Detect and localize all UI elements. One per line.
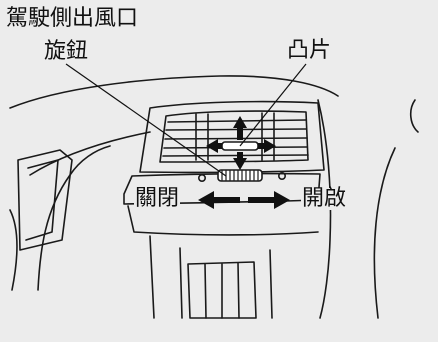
dashboard-left-curve [29, 131, 151, 176]
right-small-arc [409, 99, 419, 133]
tab-label: 凸片 [287, 38, 332, 63]
arrow-left [206, 139, 222, 153]
knob-leader [65, 63, 227, 177]
vent-housing-inner [159, 110, 309, 163]
arrow-up [233, 116, 247, 140]
arrow-right [258, 139, 276, 153]
open-label: 開啟 [301, 186, 348, 211]
arrow-close [198, 191, 240, 209]
left-pocket [17, 149, 73, 251]
lower-grille [187, 261, 257, 319]
dashboard-right-edge [317, 99, 332, 319]
vent-right-screw [277, 172, 286, 181]
vent-left-screw [198, 174, 207, 183]
tab-leader [239, 63, 307, 147]
arrow-down [233, 152, 247, 170]
dashboard-top-curve [9, 75, 339, 109]
dashboard-far-right [373, 147, 396, 319]
dashboard-left-lower [37, 145, 111, 291]
page-title: 駕駛側出風口 [6, 6, 139, 31]
close-label: 關閉 [134, 186, 181, 211]
knob-label: 旋鈕 [44, 39, 89, 64]
vent-housing-outer [139, 100, 325, 174]
arrow-open [248, 191, 290, 209]
